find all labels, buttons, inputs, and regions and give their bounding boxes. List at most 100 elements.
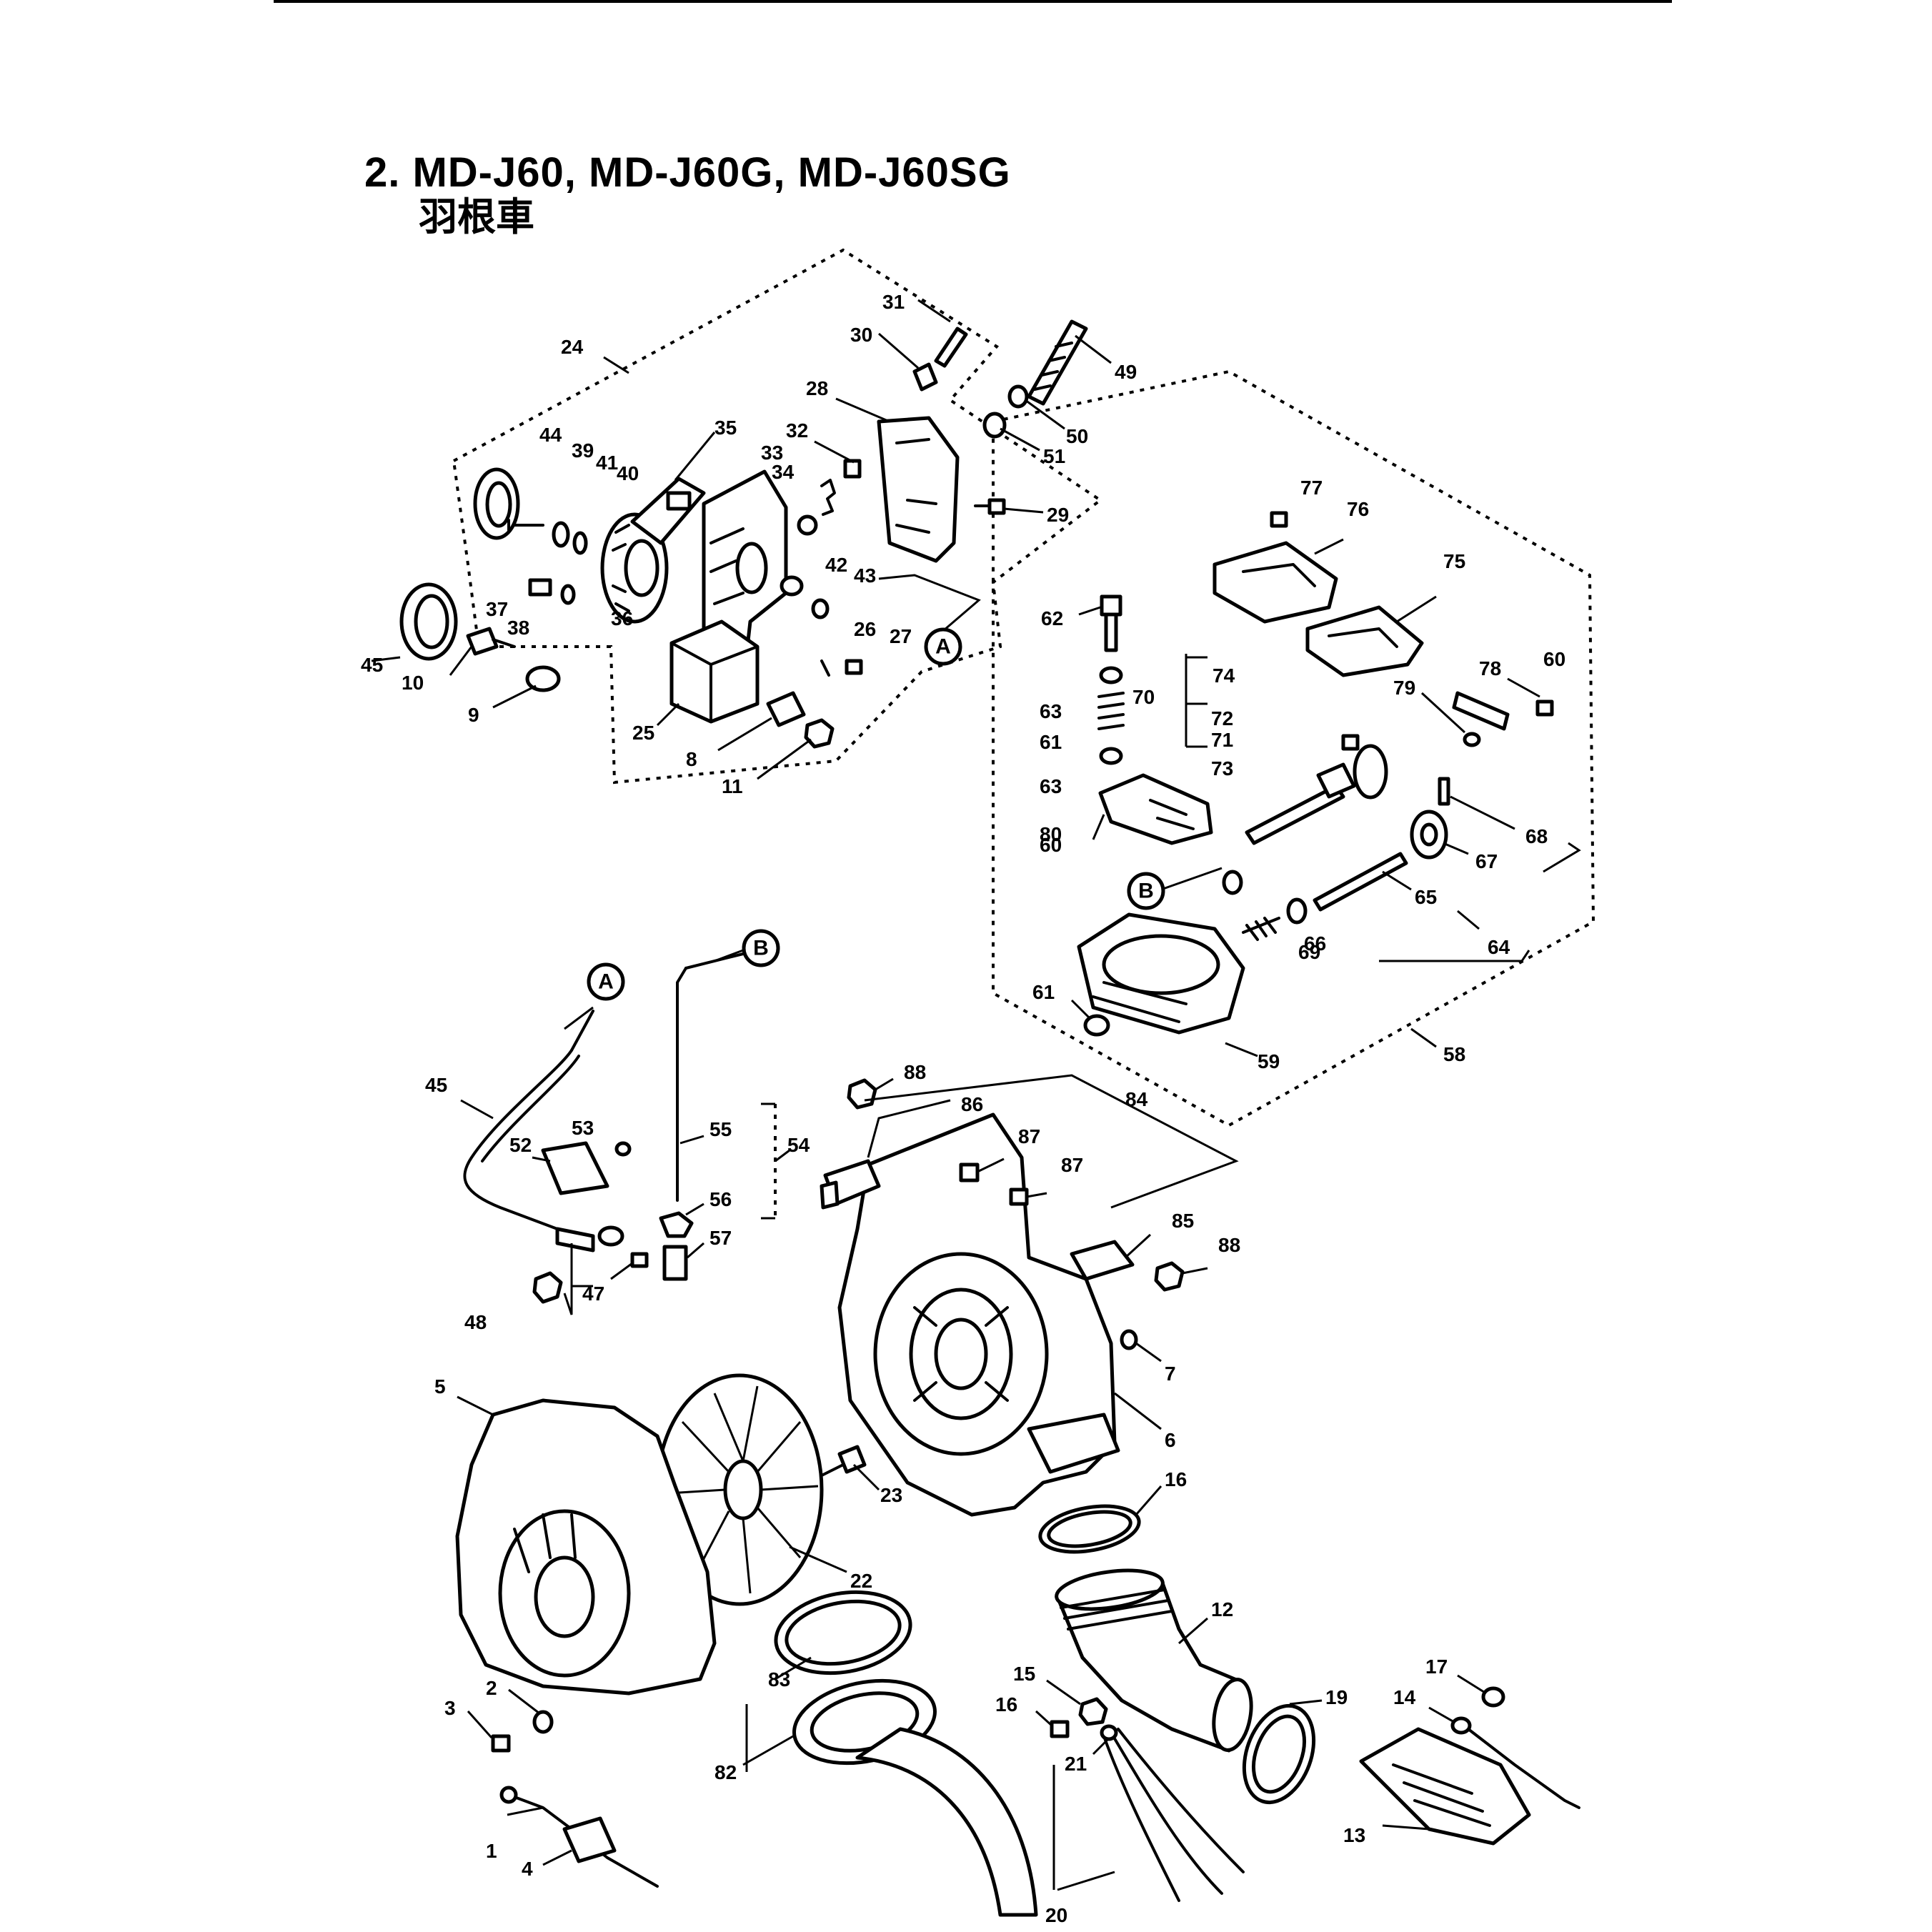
- callout-label-74: 74: [1213, 664, 1235, 687]
- part-screw-74: [1341, 734, 1360, 751]
- part-clamp-19-inner: [1252, 1714, 1306, 1794]
- part-box-25: [669, 619, 760, 724]
- leader-15: [1046, 1679, 1081, 1706]
- callout-label-75: 75: [1443, 550, 1465, 572]
- callout-label-69: 69: [1298, 941, 1320, 963]
- part-screw-17: [1481, 1686, 1505, 1708]
- part-washer-41: [552, 521, 570, 548]
- leader-21: [1092, 1738, 1109, 1756]
- callout-label-84: 84: [1125, 1088, 1148, 1110]
- part-shaft-70: [1245, 784, 1345, 845]
- leader-3: [467, 1711, 493, 1738]
- leader-14: [1428, 1706, 1455, 1723]
- ref-marker-A-upper: A: [924, 627, 962, 666]
- page-subtitle: 羽根車: [419, 194, 534, 239]
- leader-group-84: [864, 1074, 1239, 1209]
- leader-45a: [371, 656, 401, 662]
- callout-label-36: 36: [611, 607, 633, 629]
- part-nut-48: [532, 1271, 563, 1304]
- callout-label-70: 70: [1132, 686, 1155, 708]
- leader-5: [457, 1395, 494, 1416]
- part-screw-87-a: [959, 1162, 980, 1182]
- callout-label-21: 21: [1065, 1753, 1087, 1775]
- leader-group-74: [1185, 654, 1208, 748]
- part-plate-76: [1213, 541, 1338, 624]
- callout-label-87a: 87: [1018, 1125, 1040, 1147]
- callout-label-64: 64: [1488, 936, 1510, 958]
- leader-83: [775, 1656, 812, 1680]
- part-shaft-65: [1313, 852, 1408, 912]
- leader-12: [1178, 1617, 1208, 1645]
- part-spring-69: [1242, 917, 1280, 941]
- callout-label-60a: 60: [1543, 648, 1565, 670]
- part-screw-47: [630, 1252, 649, 1268]
- callout-label-51: 51: [1043, 445, 1065, 467]
- callout-label-27: 27: [890, 625, 912, 647]
- callout-label-24: 24: [561, 336, 584, 358]
- leader-28: [835, 397, 890, 423]
- callout-label-42: 42: [825, 554, 847, 576]
- part-nut-56: [659, 1211, 694, 1238]
- leader-79: [1420, 692, 1466, 734]
- leader-11: [757, 738, 812, 780]
- ref-marker-B-upper: B: [1127, 872, 1165, 910]
- callout-label-10: 10: [402, 672, 424, 694]
- callout-label-17: 17: [1425, 1655, 1448, 1678]
- callout-label-29: 29: [1047, 504, 1069, 526]
- upper-assembly: [399, 319, 1088, 749]
- callout-label-53: 53: [572, 1117, 594, 1139]
- ref-marker-B-lower: B: [742, 929, 780, 967]
- callout-label-78: 78: [1479, 657, 1501, 679]
- part-link-78: [1452, 691, 1510, 731]
- leader-1: [507, 1806, 544, 1816]
- leader-55: [679, 1135, 704, 1145]
- callout-label-59: 59: [1258, 1050, 1280, 1072]
- leader-65: [1382, 870, 1412, 891]
- part-cable-45-end: [570, 1010, 594, 1052]
- part-pin-68: [1438, 777, 1450, 806]
- callout-label-63b: 63: [1040, 775, 1062, 797]
- part-pin-26: [820, 659, 830, 677]
- callout-label-83: 83: [768, 1668, 790, 1690]
- part-nut-88-b: [1154, 1261, 1185, 1292]
- part-bolt-10: [466, 627, 499, 656]
- callout-label-30: 30: [850, 324, 872, 346]
- top-rule: [274, 0, 1672, 3]
- part-clamp-4: [562, 1816, 617, 1863]
- part-washer-2: [532, 1710, 554, 1734]
- part-bolt-23: [837, 1445, 867, 1474]
- part-casing-84-outlet: [1027, 1413, 1120, 1474]
- callout-labels: 1 2 3 4 5 6 7 8 9 10 11 12 13 14 15 16 1…: [361, 291, 1565, 1926]
- part-joint-57: [662, 1245, 688, 1281]
- leader-30: [878, 332, 919, 369]
- callout-label-79: 79: [1393, 677, 1415, 699]
- leader-9: [492, 684, 537, 709]
- leader-67: [1443, 842, 1469, 855]
- leader-31: [917, 299, 951, 323]
- part-nut-53: [614, 1141, 632, 1157]
- part-box-25-edge: [670, 642, 759, 723]
- part-housing-boss: [735, 542, 768, 594]
- callout-label-57: 57: [709, 1227, 732, 1249]
- part-block-30: [912, 362, 938, 392]
- leader-16b: [1035, 1710, 1053, 1727]
- callout-label-35: 35: [714, 417, 737, 439]
- part-screw-80: [1535, 699, 1554, 717]
- part-hose-82: [855, 1727, 1038, 1917]
- callout-label-2: 2: [486, 1677, 497, 1699]
- callout-label-56: 56: [709, 1188, 732, 1210]
- leader-87b: [1026, 1192, 1047, 1198]
- leader-4: [542, 1849, 572, 1866]
- part-pulley-36-hub: [624, 539, 659, 597]
- part-gasket-83-inner: [785, 1599, 902, 1666]
- part-pin-31: [934, 327, 968, 368]
- callout-label-16a: 16: [1165, 1468, 1187, 1490]
- part-gear-70: [1353, 744, 1388, 800]
- part-plate-75-detail: [1328, 627, 1398, 648]
- callout-label-34: 34: [772, 461, 795, 483]
- part-cable-14: [1467, 1728, 1580, 1809]
- callout-label-40: 40: [617, 462, 639, 484]
- leader-A2: [564, 1006, 594, 1030]
- part-housing-5-ribs: [513, 1513, 577, 1573]
